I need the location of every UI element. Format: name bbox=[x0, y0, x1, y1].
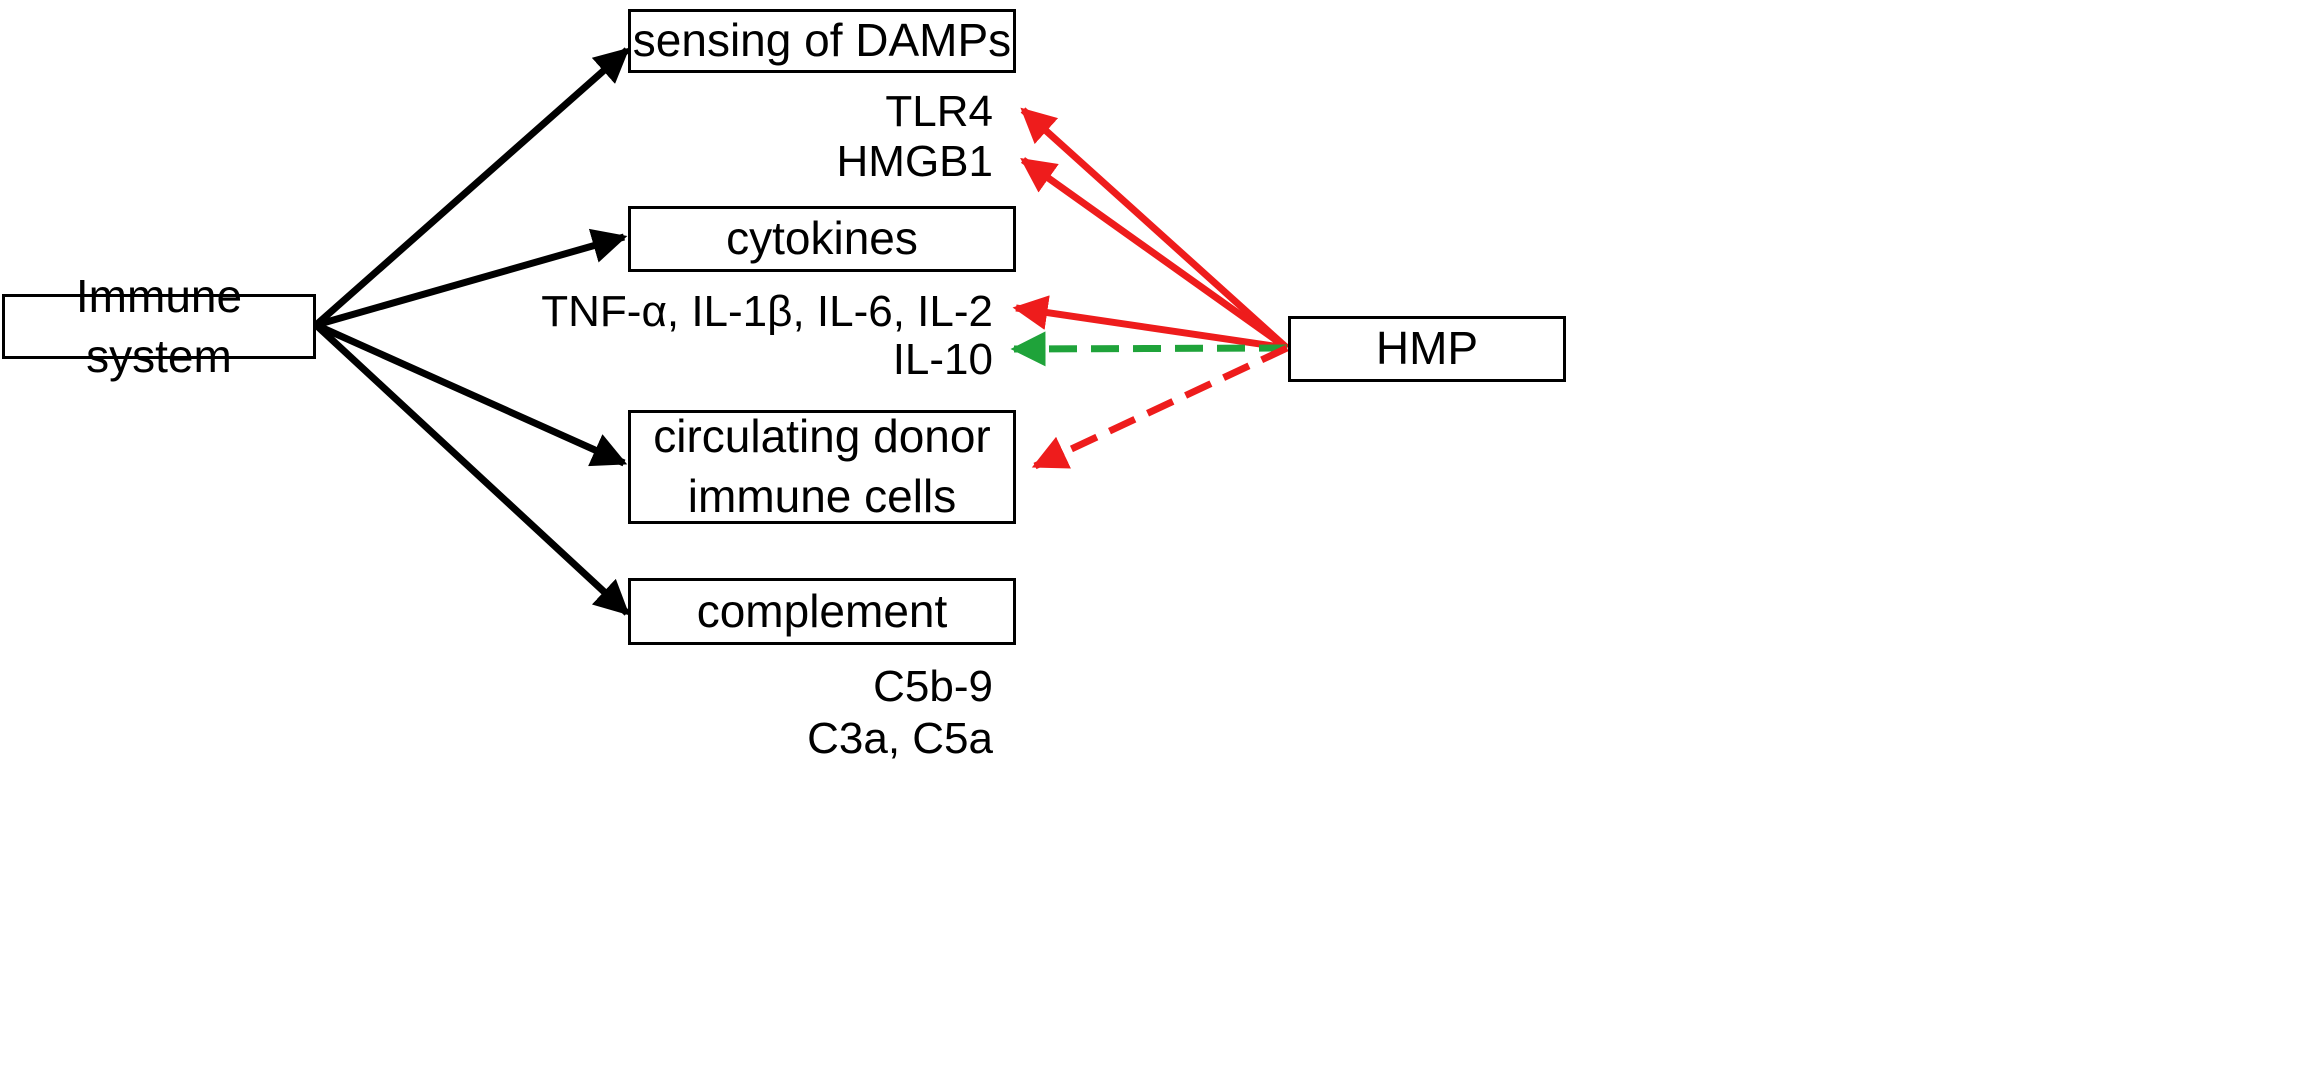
marker-proinflammatory: TNF-α, IL-1β, IL-6, IL-2 bbox=[541, 287, 993, 336]
immune-system-box: Immune system bbox=[2, 270, 316, 382]
immune-system-label: Immune system bbox=[75, 269, 243, 382]
arrow-hmp-to-hmgb1 bbox=[1020, 157, 1290, 351]
marker-c5b9: C5b-9 bbox=[873, 662, 993, 711]
circulating-cells-box: circulating donor immune cells bbox=[628, 410, 1016, 524]
marker-il10: IL-10 bbox=[892, 335, 993, 384]
arrow-hmp-to-tlr4 bbox=[1020, 107, 1290, 351]
marker-c3a-c5a: C3a, C5a bbox=[807, 714, 993, 763]
arrow-hmp-to-proinflammatory bbox=[1012, 295, 1288, 352]
complement-box: complement bbox=[628, 578, 1016, 645]
cytokines-label: cytokines bbox=[726, 212, 918, 265]
arrow-hmp-to-circulating bbox=[1031, 344, 1289, 470]
sensing-damps-label: sensing of DAMPs bbox=[632, 14, 1012, 67]
marker-hmgb1: HMGB1 bbox=[836, 137, 993, 186]
complement-label: complement bbox=[696, 584, 948, 637]
arrow-immune-to-cytokines bbox=[315, 228, 628, 329]
arrow-immune-to-complement bbox=[313, 322, 630, 616]
hmp-label: HMP bbox=[1375, 322, 1479, 375]
arrow-hmp-to-il10 bbox=[1010, 331, 1288, 367]
circulating-line1: circulating donor bbox=[653, 410, 991, 463]
hmp-box: HMP bbox=[1288, 316, 1566, 382]
arrow-immune-to-circulating bbox=[314, 321, 628, 467]
arrow-immune-to-damps bbox=[313, 47, 630, 328]
cytokines-box: cytokines bbox=[628, 206, 1016, 272]
circulating-line2: immune cells bbox=[687, 470, 957, 522]
marker-tlr4: TLR4 bbox=[885, 87, 993, 136]
sensing-damps-box: sensing of DAMPs bbox=[628, 9, 1016, 73]
